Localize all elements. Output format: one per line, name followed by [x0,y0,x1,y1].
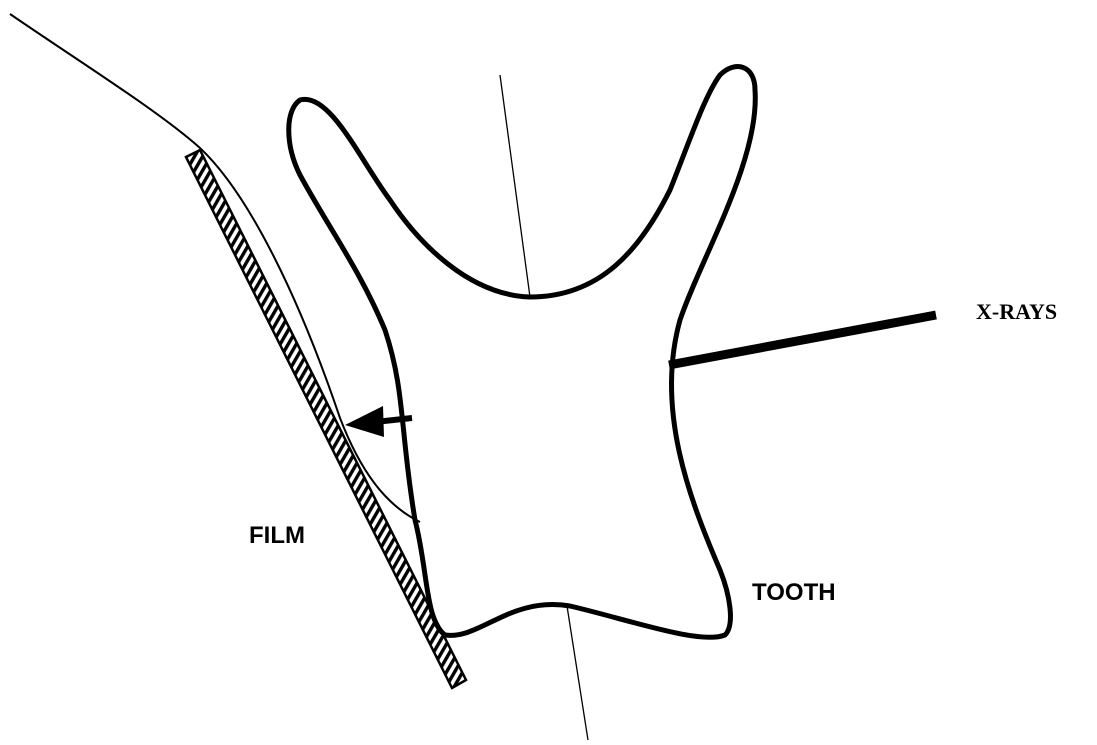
tooth-axis-lower [567,606,588,740]
film-strip [186,150,466,688]
soft-tissue-line [10,14,420,522]
film-label: FILM [249,524,305,548]
projection-arrow-head [345,406,384,437]
xray-beam [669,315,936,365]
xrays-label: X-RAYS [976,301,1057,323]
tooth-axis-upper [500,75,530,297]
tooth-outline [289,67,756,638]
tooth-label: TOOTH [752,581,836,605]
